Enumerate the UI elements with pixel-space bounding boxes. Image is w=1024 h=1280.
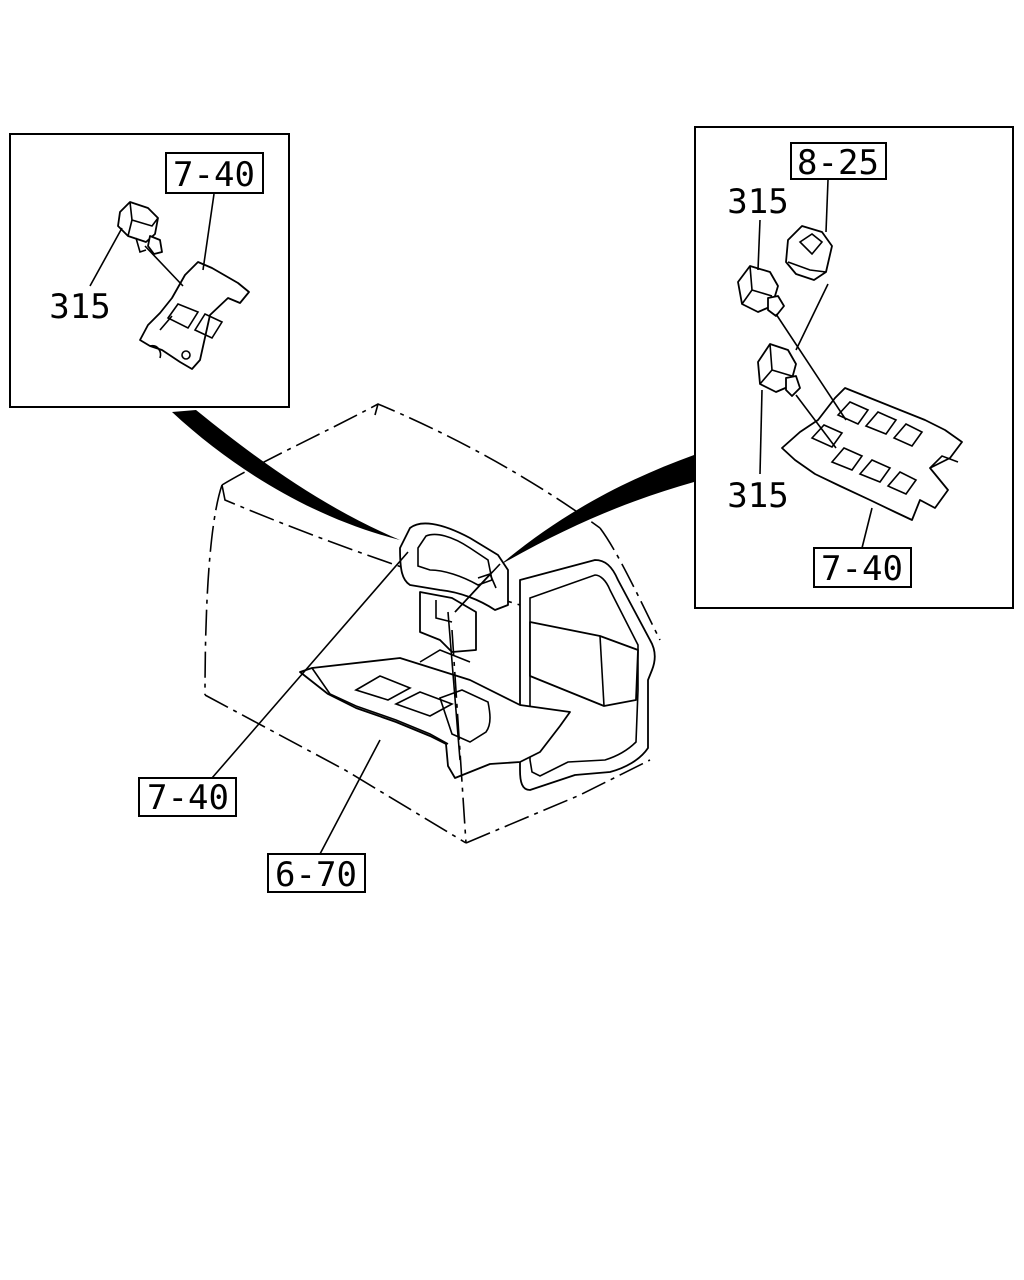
right-inset-part-bottom-label: 315 bbox=[727, 476, 788, 516]
left-relay-icon bbox=[117, 201, 163, 255]
main-ref-floor-label: 6-70 bbox=[275, 855, 357, 895]
right-inset: 8-25 315 315 7-40 bbox=[694, 126, 1014, 609]
main-ref-floor-box bbox=[267, 853, 366, 893]
right-pointer bbox=[500, 455, 694, 565]
right-inset-ref-bottom-label: 7-40 bbox=[821, 549, 903, 589]
left-relay-block-icon bbox=[139, 261, 250, 370]
right-inset-part-top-label: 315 bbox=[727, 182, 788, 222]
right-inset-frame bbox=[694, 126, 1014, 609]
left-inset-frame bbox=[9, 133, 290, 408]
cab-interior-view: 7-40 6-70 bbox=[138, 403, 661, 895]
left-pointer bbox=[172, 410, 400, 540]
right-relay-top-icon bbox=[785, 225, 833, 281]
right-relay-lower-icon bbox=[757, 343, 801, 397]
right-inset-ref-bottom-box bbox=[813, 547, 912, 588]
right-inset-ref-top-box bbox=[790, 142, 887, 180]
right-relay-upper-icon bbox=[737, 265, 785, 317]
left-inset-ref-box bbox=[165, 152, 264, 194]
main-ref-dash-label: 7-40 bbox=[147, 778, 229, 818]
right-relay-block-icon bbox=[781, 387, 963, 521]
left-inset: 7-40 315 bbox=[9, 133, 290, 408]
left-inset-ref-label: 7-40 bbox=[173, 155, 255, 195]
left-inset-part-label: 315 bbox=[49, 287, 110, 327]
main-ref-dash-box bbox=[138, 777, 237, 817]
right-inset-ref-top-label: 8-25 bbox=[797, 143, 879, 183]
